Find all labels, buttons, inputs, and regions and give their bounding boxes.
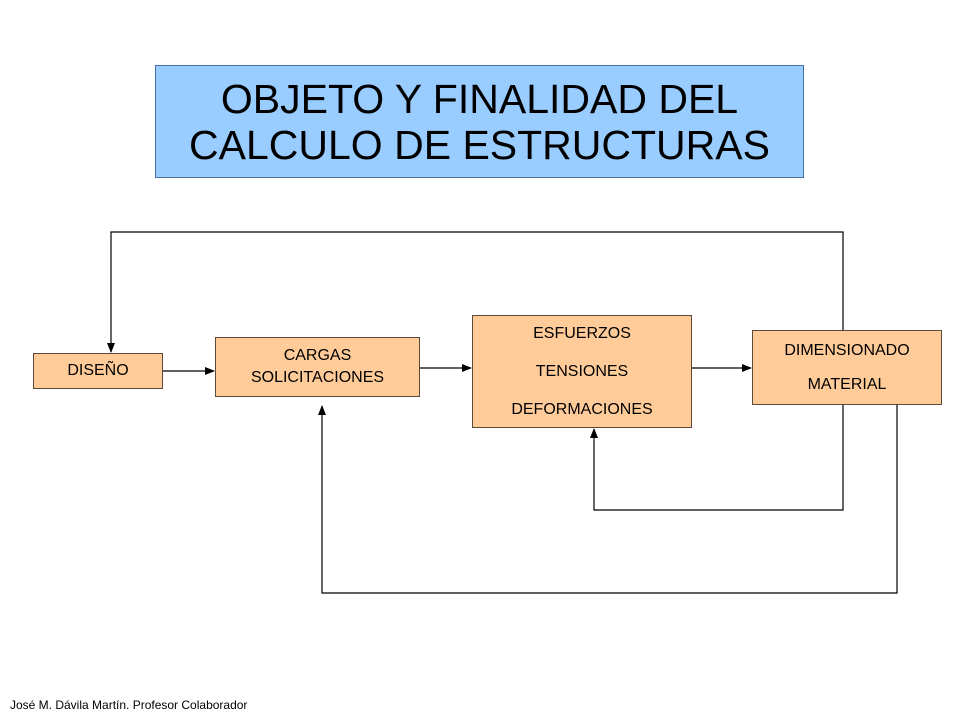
feedback-dimensionado-to-diseno [107,231,844,353]
feedback-dimensionado-to-cargas [318,405,898,594]
title-line-2: CALCULO DE ESTRUCTURAS [189,121,770,168]
node-esfuerzos: ESFUERZOS TENSIONES DEFORMACIONES [472,315,692,428]
node-dimensionado: DIMENSIONADO MATERIAL [752,330,942,405]
footer-credit: José M. Dávila Martín. Profesor Colabora… [10,698,248,712]
title-line-1: OBJETO Y FINALIDAD DEL [220,75,739,122]
node-esfuerzos-line-1: ESFUERZOS [533,324,631,342]
node-diseno: DISEÑO [33,353,163,389]
page-title: OBJETO Y FINALIDAD DEL CALCULO DE ESTRUC… [189,76,770,168]
node-cargas-line-1: CARGAS [283,347,352,364]
node-cargas-line-2: SOLICITACIONES [250,369,385,386]
node-dimensionado-line-1: DIMENSIONADO [784,341,910,359]
feedback-dimensionado-to-esfuerzos [590,405,844,511]
title-box: OBJETO Y FINALIDAD DEL CALCULO DE ESTRUC… [155,65,804,178]
node-dimensionado-line-2: MATERIAL [807,375,887,393]
node-esfuerzos-line-2: TENSIONES [535,362,629,380]
node-esfuerzos-line-3: DEFORMACIONES [511,400,653,418]
node-cargas: CARGAS SOLICITACIONES [215,337,420,397]
node-diseno-line-1: DISEÑO [67,362,129,379]
